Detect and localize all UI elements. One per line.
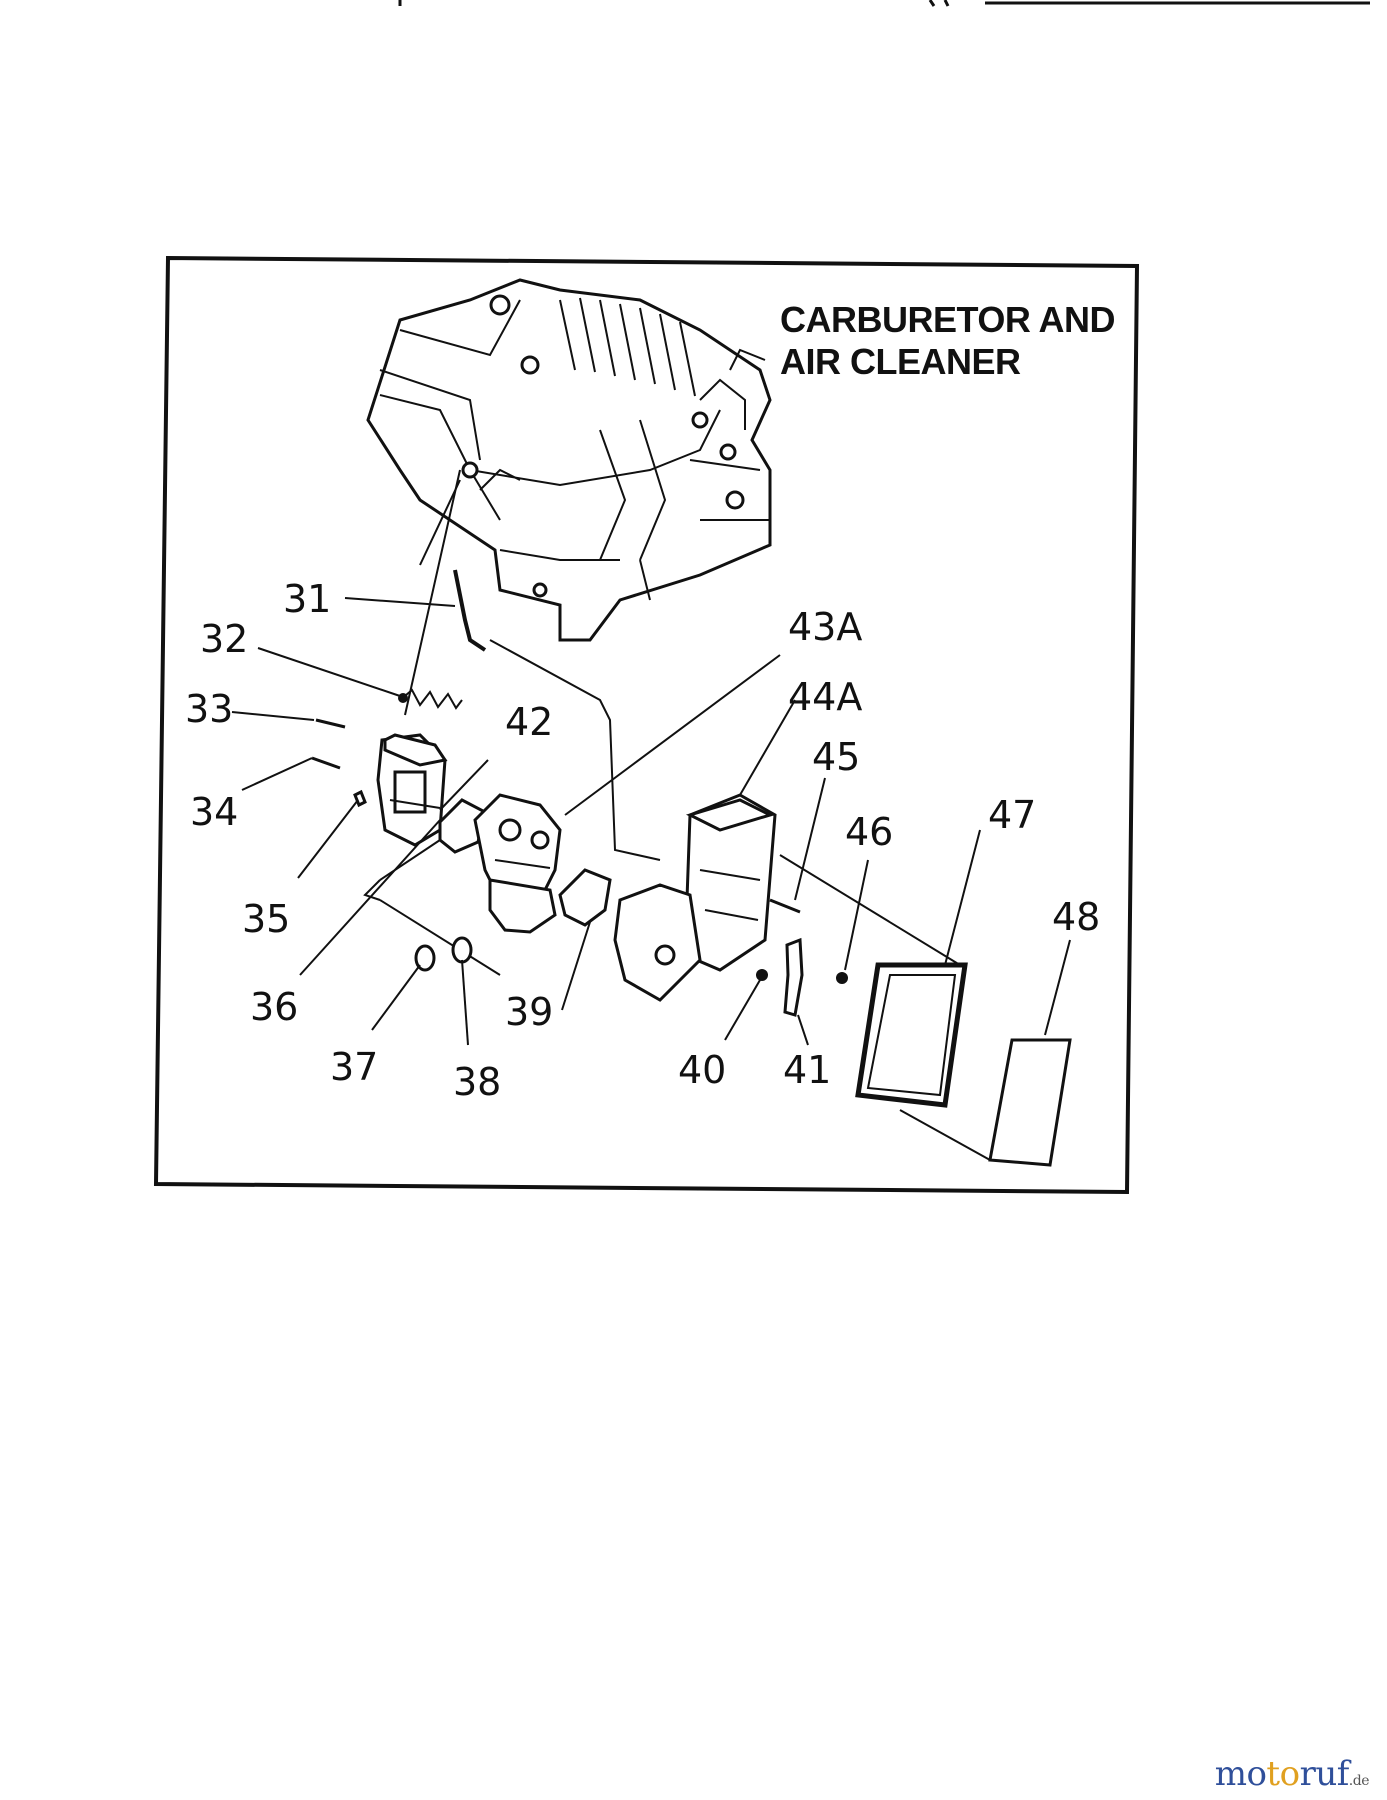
watermark-part1: mo: [1214, 1754, 1267, 1794]
label-35: 35: [242, 897, 290, 941]
label-34: 34: [190, 790, 238, 834]
label-41: 41: [783, 1048, 831, 1092]
watermark-part3: ruf: [1299, 1754, 1350, 1794]
part-43a-float-bowl: [473, 793, 562, 934]
part-48-pre-cleaner: [988, 1038, 1072, 1167]
part-37-nut: [414, 944, 436, 972]
label-38: 38: [453, 1060, 501, 1104]
part-labels: 31 32 33 34 35 36 37 38 39 40 41 42 43A …: [185, 577, 1100, 1104]
part-46-screw: [836, 972, 848, 984]
part-41-bracket: [783, 937, 804, 1017]
label-48: 48: [1052, 895, 1100, 939]
part-31-fuel-line: [453, 569, 487, 652]
label-44a: 44A: [788, 675, 862, 719]
diagram-title-line2: AIR CLEANER: [780, 341, 1021, 382]
label-33: 33: [185, 687, 233, 731]
assembly-lines: [363, 469, 991, 1161]
label-43a: 43A: [788, 605, 862, 649]
label-45: 45: [812, 735, 860, 779]
part-32-spring: [399, 688, 463, 710]
label-32: 32: [200, 617, 248, 661]
label-39: 39: [505, 990, 553, 1034]
motoruf-watermark-logo: motoruf.de: [1214, 1754, 1370, 1794]
label-40: 40: [678, 1048, 726, 1092]
watermark-part2: to: [1266, 1754, 1300, 1794]
part-39-gasket: [558, 868, 612, 927]
part-45-screw: [769, 898, 801, 914]
watermark-tld: .de: [1348, 1773, 1370, 1789]
part-34-screw: [311, 756, 341, 770]
part-47-air-filter: [855, 962, 968, 1108]
engine-block-illustration: [366, 278, 772, 642]
label-46: 46: [845, 810, 893, 854]
part-33-screw: [315, 718, 346, 729]
label-37: 37: [330, 1045, 378, 1089]
label-36: 36: [250, 985, 298, 1029]
diagram-title-line1: CARBURETOR AND: [780, 299, 1115, 340]
top-edge-marks: [398, 0, 1370, 7]
label-leader-lines: [231, 597, 1071, 1046]
label-42: 42: [505, 700, 553, 744]
label-47: 47: [988, 793, 1036, 837]
part-40-nut: [756, 969, 768, 981]
part-36-carburetor-body: [376, 733, 448, 847]
part-38-nut: [451, 936, 473, 964]
part-44a-air-cleaner-base: [613, 793, 777, 1002]
diagram-frame: [153, 255, 1140, 1195]
label-31: 31: [283, 577, 331, 621]
